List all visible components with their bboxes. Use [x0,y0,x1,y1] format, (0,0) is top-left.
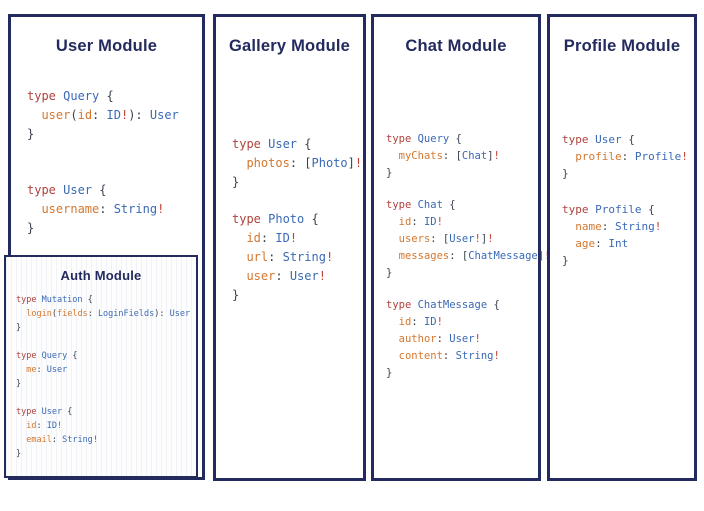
gallery-module-code: type User { photos: [Photo]!}type Photo … [232,137,363,302]
auth-module-code: type Mutation { login(fields: LoginField… [16,295,191,459]
auth-module-panel: Auth Module type Mutation { login(fields… [4,255,198,478]
chat-module-code: type Query { myChats: [Chat]!}type Chat … [386,133,550,379]
gallery-module-title: Gallery Module [228,37,351,55]
chat-module-title: Chat Module [405,37,507,55]
profile-module-panel: Profile Module type User { profile: Prof… [547,14,697,481]
auth-module-title: Auth Module [60,268,142,283]
profile-module-code: type User { profile: Profile!}type Profi… [562,133,688,267]
gallery-module-panel: Gallery Module type User { photos: [Phot… [213,14,366,481]
chat-module-panel: Chat Module type Query { myChats: [Chat]… [371,14,550,481]
profile-module-title: Profile Module [563,37,681,55]
user-module-code: type Query { user(id: ID!): User}type Us… [27,89,179,235]
user-module-title: User Module [55,37,158,55]
